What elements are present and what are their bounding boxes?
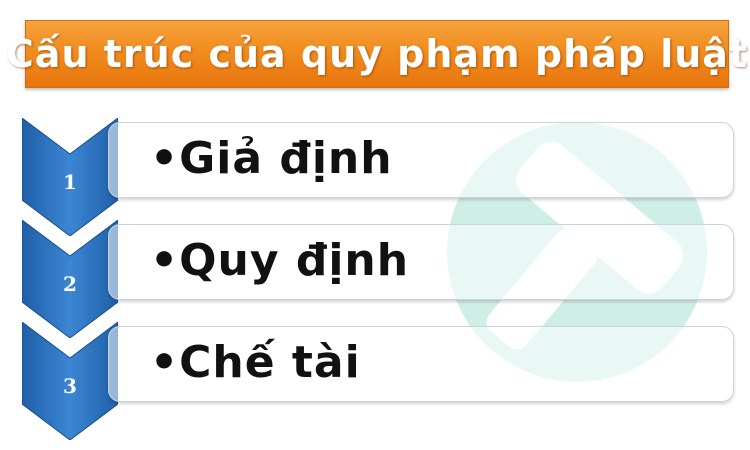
step-label: •Giả định	[150, 133, 393, 184]
step-box	[108, 224, 734, 300]
step-number: 3	[63, 374, 77, 398]
step-3-chevron	[22, 322, 118, 440]
step-box	[108, 326, 734, 402]
step-label: •Chế tài	[150, 337, 361, 388]
title-banner: Cấu trúc của quy phạm pháp luật	[6, 20, 747, 88]
step-number: 2	[63, 272, 77, 296]
page-title: Cấu trúc của quy phạm pháp luật	[5, 32, 749, 76]
step-1-chevron	[22, 118, 118, 236]
step-number: 1	[63, 170, 77, 194]
step-box	[108, 122, 734, 198]
step-label: •Quy định	[150, 235, 410, 286]
step-2-chevron	[22, 220, 118, 338]
